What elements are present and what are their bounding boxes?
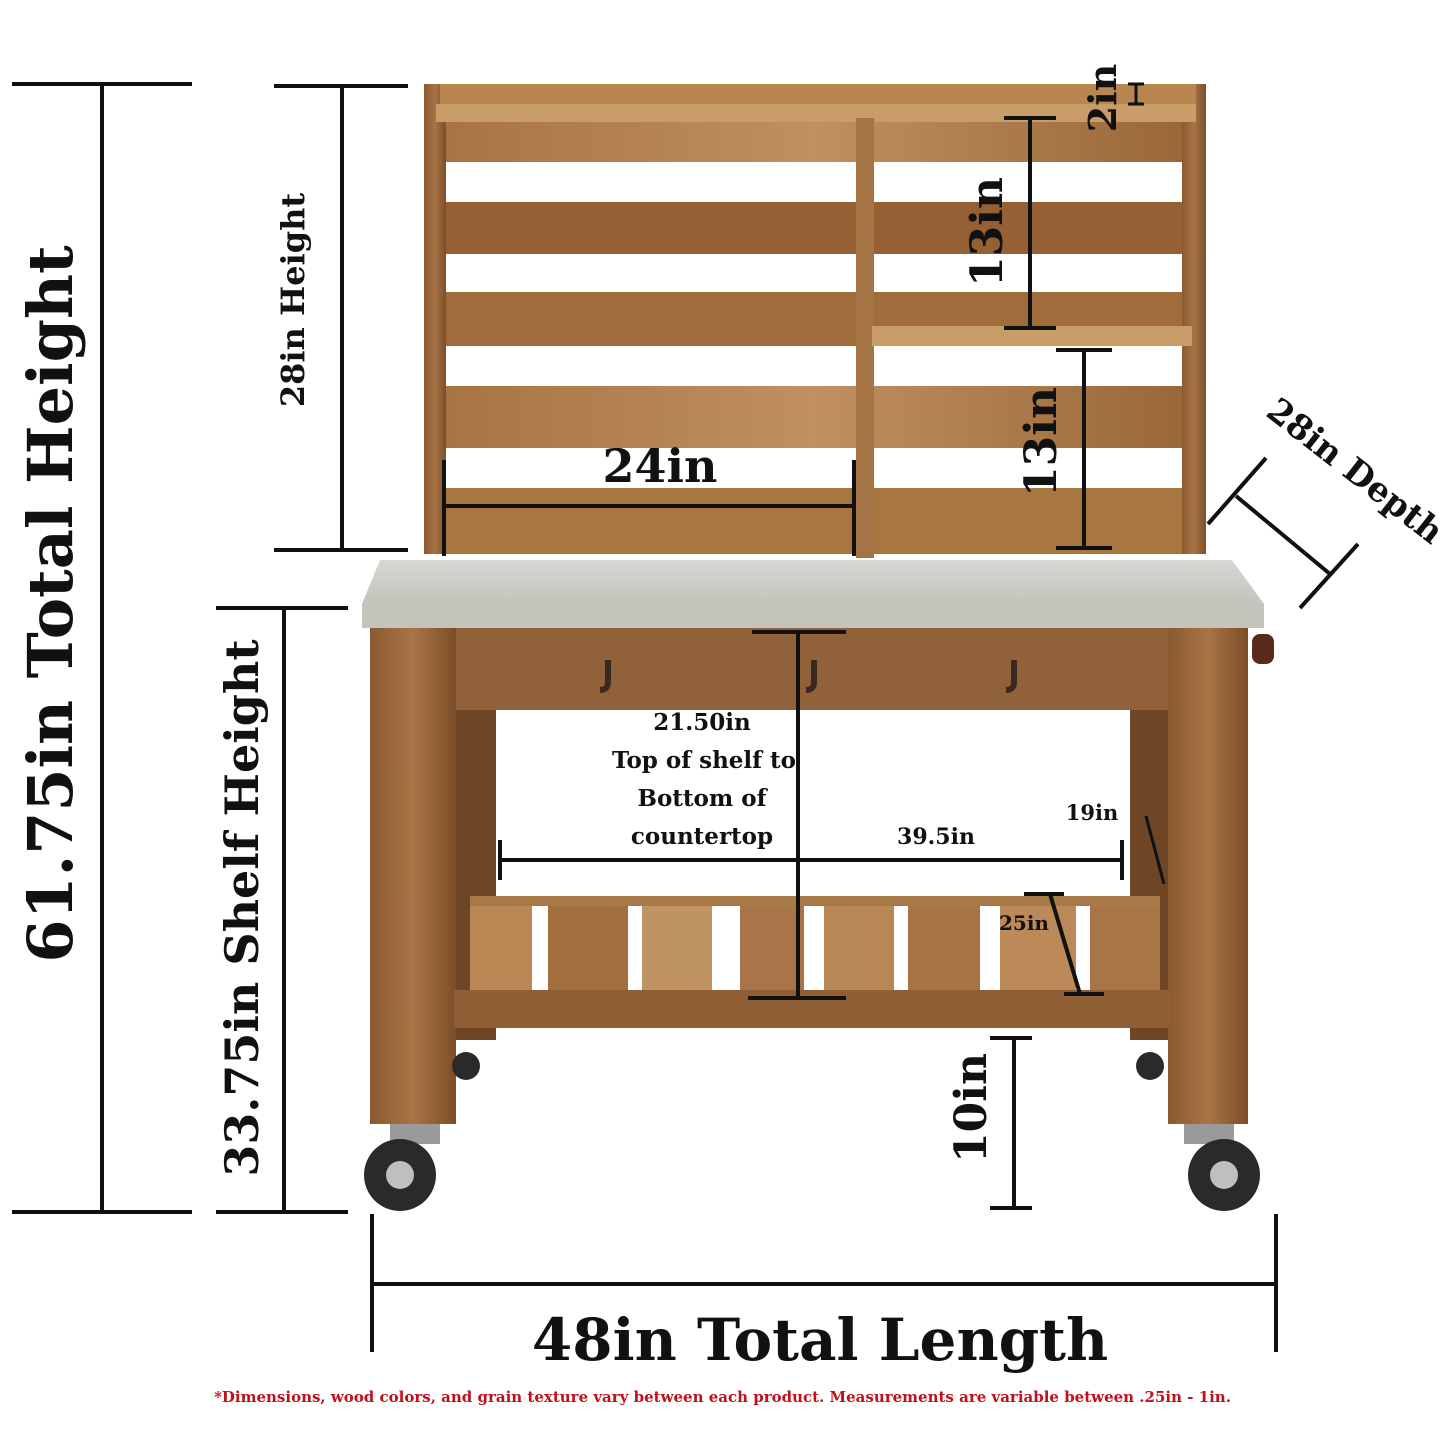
bottom-shelf-front-rail bbox=[454, 990, 1170, 1028]
depth-label: 28in Depth bbox=[1259, 390, 1445, 552]
shelf-height-label: 33.75in Shelf Height bbox=[215, 639, 269, 1177]
shelf-gap-line2-label: Bottom of bbox=[638, 785, 769, 812]
workbench-illustration bbox=[362, 84, 1274, 1211]
back-slat bbox=[446, 122, 1182, 162]
clearance-label: 10in bbox=[946, 1053, 997, 1163]
front-apron bbox=[440, 628, 1180, 710]
leg-depth-label: 19in bbox=[1066, 800, 1118, 825]
shelf-slat bbox=[824, 906, 894, 994]
caster-wheel-icon bbox=[1184, 1124, 1260, 1211]
lower-cubby-label: 13in bbox=[1016, 387, 1067, 497]
towel-bar-handle bbox=[1252, 634, 1274, 664]
front-right-leg bbox=[1168, 628, 1248, 1124]
dimension-lines bbox=[12, 82, 1360, 1352]
hook-icon bbox=[805, 660, 817, 693]
shelf-gap-value-label: 21.50in bbox=[653, 709, 751, 736]
caster-wheel-icon bbox=[452, 1052, 480, 1080]
backsplash-left-post bbox=[424, 84, 446, 554]
top-lip-label: 2in bbox=[1080, 64, 1125, 133]
hook-icon bbox=[599, 660, 611, 693]
hook-icon bbox=[1005, 660, 1017, 693]
bottom-shelf-back bbox=[470, 896, 1160, 906]
shelf-slat bbox=[740, 906, 804, 994]
shelf-slat bbox=[908, 906, 980, 994]
caster-wheel-icon bbox=[364, 1124, 440, 1211]
shelf-slat bbox=[470, 906, 532, 994]
total-height-label: 61.75in Total Height bbox=[14, 245, 87, 963]
back-slat bbox=[446, 386, 1182, 448]
caster-wheel-icon bbox=[1136, 1052, 1164, 1080]
back-slat bbox=[446, 202, 1182, 254]
backsplash-right-post bbox=[1182, 84, 1206, 554]
shelf-gap-line1-label: Top of shelf to bbox=[612, 747, 796, 774]
slat-depth-label: 25in bbox=[999, 911, 1049, 935]
countertop-edge bbox=[362, 604, 1264, 628]
backsplash-height-label: 28in Height bbox=[274, 193, 312, 407]
front-left-leg bbox=[370, 628, 456, 1124]
shelf-slat bbox=[642, 906, 712, 994]
shelf-slat bbox=[1090, 906, 1160, 994]
shelf-slat bbox=[548, 906, 628, 994]
backsplash-top-cap bbox=[440, 84, 1196, 106]
shelf-gap-line3-label: countertop bbox=[631, 823, 773, 850]
cubby-shelf bbox=[872, 326, 1192, 346]
backsplash-divider bbox=[856, 118, 874, 558]
total-length-label: 48in Total Length bbox=[532, 1306, 1108, 1374]
upper-cubby-label: 13in bbox=[962, 177, 1013, 287]
back-width-label: 24in bbox=[603, 439, 718, 493]
disclaimer-note: *Dimensions, wood colors, and grain text… bbox=[214, 1388, 1231, 1406]
shelf-width-label: 39.5in bbox=[897, 824, 975, 850]
back-slat bbox=[446, 488, 1182, 554]
shelf-slat bbox=[1000, 906, 1076, 994]
